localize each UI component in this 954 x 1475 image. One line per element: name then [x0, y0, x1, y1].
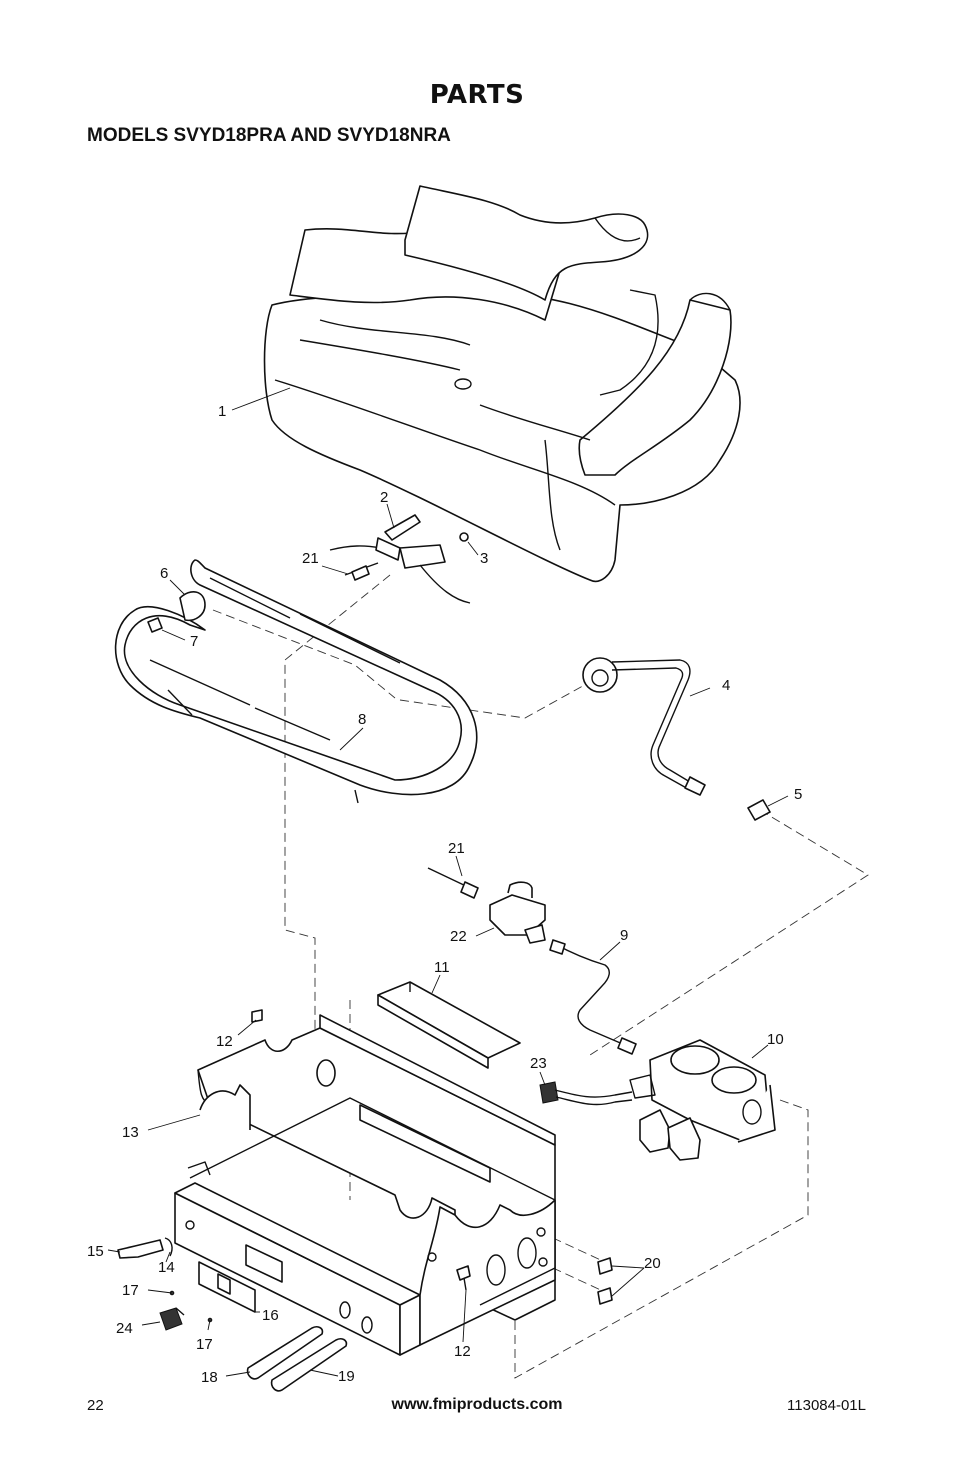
gas-valve — [629, 1039, 776, 1161]
callout-24: 24 — [116, 1320, 133, 1337]
wire-harness — [539, 1081, 633, 1106]
callout-6: 6 — [160, 565, 168, 582]
callout-15: 15 — [87, 1243, 104, 1260]
website-link[interactable]: www.fmiproducts.com — [391, 1396, 563, 1413]
callout-7: 7 — [190, 633, 198, 650]
callout-16: 16 — [262, 1307, 279, 1324]
page-title: PARTS — [429, 80, 525, 110]
callout-12-bottom: 12 — [454, 1343, 471, 1360]
callout-8: 8 — [358, 711, 366, 728]
callout-21-regulator: 21 — [448, 840, 465, 857]
mounting-bracket — [377, 981, 521, 1069]
callout-1: 1 — [218, 403, 226, 420]
callout-4: 4 — [722, 677, 730, 694]
callout-labels: 1 2 3 21 6 7 4 8 5 21 22 9 11 12 10 23 1… — [87, 403, 802, 1386]
log-set — [263, 185, 741, 582]
callout-14: 14 — [158, 1259, 175, 1276]
burner-base-box — [174, 1014, 556, 1356]
callout-22: 22 — [450, 928, 467, 945]
callout-10: 10 — [767, 1031, 784, 1048]
pilot-tubing — [582, 657, 771, 821]
callout-5: 5 — [794, 786, 802, 803]
page-number: 22 — [87, 1397, 104, 1414]
callout-17-bottom: 17 — [196, 1336, 213, 1353]
igniter-and-switch — [117, 1237, 213, 1331]
pilot-assembly — [329, 514, 471, 604]
callout-2: 2 — [380, 489, 388, 506]
callout-11: 11 — [434, 959, 450, 976]
callout-23: 23 — [530, 1055, 547, 1072]
callout-13: 13 — [122, 1124, 139, 1141]
callout-3: 3 — [480, 550, 488, 567]
regulator-and-gas-tube — [427, 867, 637, 1055]
callout-21-pilot: 21 — [302, 550, 319, 567]
callout-12-top: 12 — [216, 1033, 233, 1050]
screws — [251, 1009, 613, 1305]
callout-17-top: 17 — [122, 1282, 139, 1299]
air-shutter — [147, 591, 206, 633]
callout-9: 9 — [620, 927, 628, 944]
callout-18: 18 — [201, 1369, 218, 1386]
document-code: 113084-01L — [787, 1397, 866, 1414]
support-rods — [246, 1326, 348, 1392]
callout-20: 20 — [644, 1255, 661, 1272]
burner-tube — [114, 559, 478, 804]
callout-19: 19 — [338, 1368, 355, 1385]
models-subtitle: MODELS SVYD18PRA AND SVYD18NRA — [87, 125, 451, 146]
